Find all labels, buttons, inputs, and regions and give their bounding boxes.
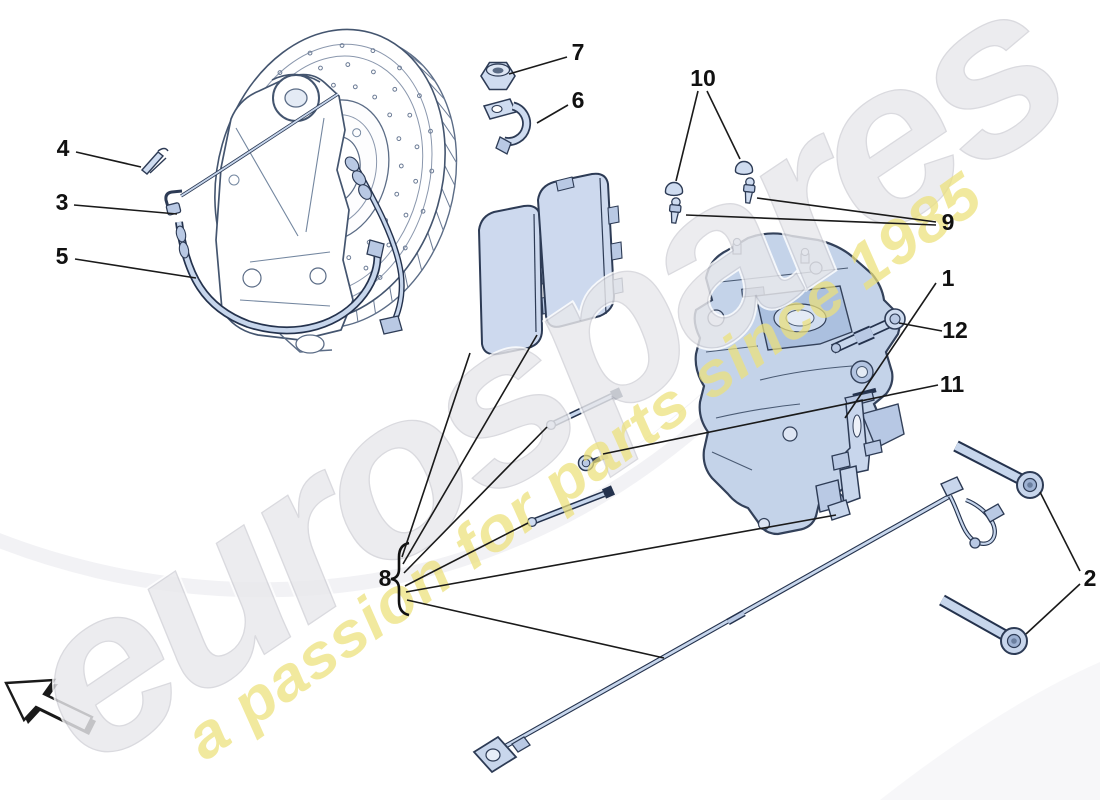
retaining-clip bbox=[140, 147, 169, 175]
leader-8e bbox=[405, 514, 837, 593]
callout-5: 5 bbox=[56, 243, 69, 269]
leader-6 bbox=[536, 104, 569, 124]
leader-5 bbox=[74, 258, 197, 279]
diagram bbox=[4, 28, 1044, 774]
brake-hose bbox=[175, 221, 385, 335]
caliper-fixing-bolts bbox=[939, 440, 1044, 655]
leader-9b bbox=[685, 214, 937, 226]
callout-9: 9 bbox=[942, 209, 955, 235]
brake-pad-inner bbox=[536, 172, 616, 328]
leader-8b bbox=[402, 334, 538, 565]
leader-8f bbox=[406, 599, 665, 659]
leader-8a bbox=[401, 352, 471, 558]
callout-4: 4 bbox=[57, 135, 70, 161]
callout-3: 3 bbox=[56, 189, 69, 215]
leader-4 bbox=[75, 151, 142, 168]
callout-11: 11 bbox=[940, 371, 965, 397]
brake-pad-outer bbox=[477, 204, 544, 356]
hub-upright bbox=[215, 73, 354, 354]
callout-1: 1 bbox=[942, 265, 955, 291]
callout-6: 6 bbox=[572, 87, 585, 113]
swoosh-highlight bbox=[0, 316, 796, 583]
leader-11 bbox=[602, 384, 939, 455]
pad-spring-bolt bbox=[577, 453, 609, 472]
sensor-cable-upper bbox=[344, 156, 405, 335]
callout-7: 7 bbox=[572, 39, 585, 65]
hose-fitting bbox=[164, 92, 339, 216]
mounting-nut bbox=[480, 61, 516, 91]
leader-8d bbox=[404, 522, 529, 587]
p-clip bbox=[482, 98, 532, 155]
leader-8c bbox=[403, 426, 548, 574]
group-8-brace bbox=[390, 541, 410, 617]
leader-2b bbox=[1025, 583, 1081, 635]
pad-wear-sensor-cable bbox=[472, 476, 1005, 774]
leader-2a bbox=[1039, 491, 1081, 572]
leader-3 bbox=[73, 204, 178, 215]
leader-lines bbox=[73, 56, 1081, 659]
direction-arrow bbox=[4, 678, 96, 735]
brake-pads bbox=[477, 172, 624, 356]
leader-12 bbox=[898, 322, 943, 332]
corner-shade bbox=[880, 662, 1100, 800]
pad-retaining-pins bbox=[526, 387, 624, 528]
callout-10: 10 bbox=[690, 65, 716, 91]
callout-12: 12 bbox=[942, 317, 968, 343]
leader-7 bbox=[508, 56, 568, 75]
callout-2: 2 bbox=[1084, 565, 1097, 591]
leader-10a bbox=[675, 90, 699, 182]
leader-1 bbox=[844, 282, 937, 419]
leader-10b bbox=[706, 90, 741, 160]
callout-8: 8 bbox=[379, 565, 392, 591]
leader-9a bbox=[756, 197, 937, 223]
caliper-mounting-bolt bbox=[830, 308, 906, 354]
